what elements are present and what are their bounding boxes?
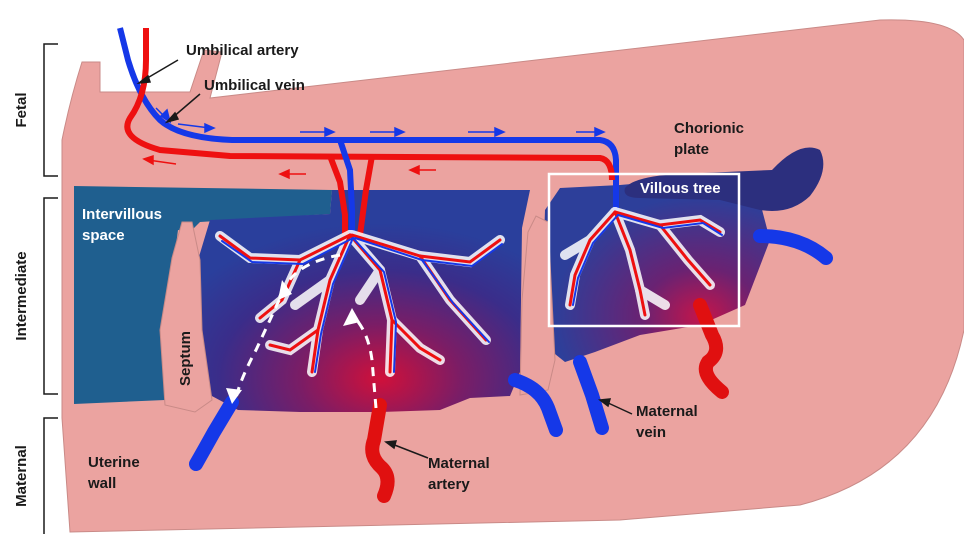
label-uterine-1: Uterine [88, 454, 140, 471]
label-maternal-vein-2: vein [636, 424, 666, 441]
label-uterine-2: wall [87, 475, 116, 492]
label-septum: Septum [177, 331, 194, 386]
region-brackets [44, 44, 58, 534]
label-umbilical-vein: Umbilical vein [204, 77, 305, 94]
label-villous-tree: Villous tree [640, 180, 721, 197]
region-intermediate: Intermediate [13, 251, 30, 340]
label-umbilical-artery: Umbilical artery [186, 42, 299, 59]
label-maternal-vein-1: Maternal [636, 403, 698, 420]
label-chorionic-plate-2: plate [674, 141, 709, 158]
region-fetal: Fetal [13, 92, 30, 127]
label-maternal-artery-1: Maternal [428, 455, 490, 472]
label-intervillous-2: space [82, 227, 125, 244]
label-maternal-artery-2: artery [428, 476, 470, 493]
label-intervillous-1: Intervillous [82, 206, 162, 223]
region-maternal: Maternal [13, 445, 30, 507]
label-chorionic-plate-1: Chorionic [674, 120, 744, 137]
